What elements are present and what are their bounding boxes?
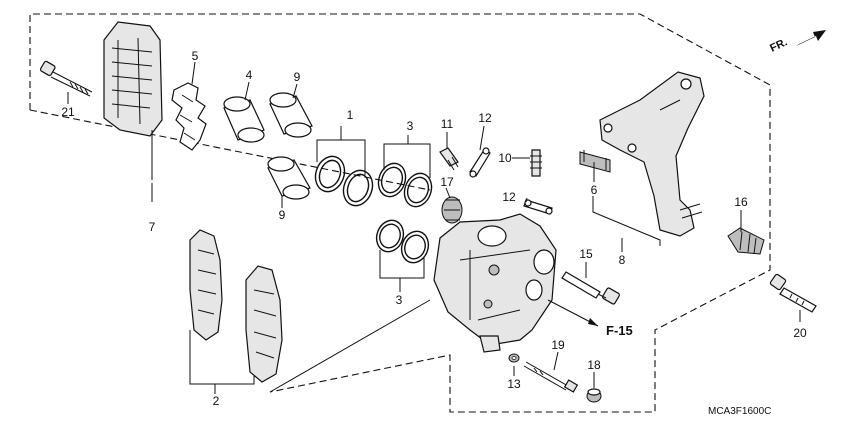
part-8-bracket — [599, 71, 705, 237]
part-3-dust-seals-upper — [377, 162, 433, 208]
callout-13: 13 — [507, 377, 521, 391]
callout-12-lower: 12 — [502, 190, 516, 204]
front-mark-label: FR. — [768, 36, 789, 54]
part-4-piston — [223, 96, 265, 143]
part-9-piston-lower — [267, 156, 311, 200]
part-19-pin — [523, 361, 579, 393]
callout-1: 1 — [347, 108, 354, 122]
diagram-code: MCA3F1600C — [708, 406, 771, 417]
part-20-bolt — [769, 273, 817, 313]
callout-6: 6 — [591, 183, 598, 197]
part-11-bleeder — [439, 147, 459, 171]
part-13-washer — [508, 353, 520, 363]
callout-labels: 21 5 4 9 1 3 11 12 10 17 12 9 7 3 2 6 8 … — [61, 49, 807, 417]
callout-10: 10 — [498, 151, 512, 165]
caliper-main-body — [433, 213, 557, 353]
part-10-bleed-valve — [530, 149, 542, 177]
leader-lines — [67, 61, 801, 394]
part-9-piston-upper — [269, 92, 313, 138]
front-direction-arrow: FR. — [768, 30, 826, 55]
part-16-bolt — [727, 227, 765, 255]
callout-7: 7 — [149, 220, 156, 234]
part-5-pad-spring — [171, 82, 207, 151]
callout-9-upper: 9 — [294, 70, 301, 84]
part-21-bolt — [39, 60, 93, 97]
callout-17: 17 — [440, 175, 454, 189]
callout-12-upper: 12 — [478, 111, 492, 125]
assembly-outline — [29, 13, 771, 413]
callout-3-upper: 3 — [407, 119, 414, 133]
callout-5: 5 — [192, 49, 199, 63]
front-arrow-icon — [796, 30, 826, 46]
part-18-cap — [586, 388, 602, 403]
callout-21: 21 — [61, 105, 75, 119]
callout-2: 2 — [213, 394, 220, 408]
callout-11: 11 — [441, 117, 454, 131]
callout-3-lower: 3 — [396, 293, 403, 307]
part-12-clip-lower — [523, 199, 553, 215]
part-15-pin-bolt — [561, 271, 620, 305]
callout-15: 15 — [579, 247, 593, 261]
reference-f15: F-15 — [606, 323, 633, 338]
callout-18: 18 — [587, 358, 601, 372]
part-6-pad-retainer — [579, 150, 611, 173]
callout-19: 19 — [551, 338, 565, 352]
callout-16: 16 — [734, 195, 748, 209]
callout-8: 8 — [619, 253, 626, 267]
part-17-boot — [441, 196, 463, 224]
part-12-clip-upper — [469, 147, 491, 178]
part-2-brake-pads — [189, 229, 283, 383]
callout-4: 4 — [246, 68, 253, 82]
part-1-piston-seals — [314, 155, 374, 207]
part-3-dust-seals-lower — [375, 219, 430, 264]
caliper-upper-half — [103, 21, 163, 137]
callout-9-lower: 9 — [279, 208, 286, 222]
callout-20: 20 — [793, 326, 807, 340]
